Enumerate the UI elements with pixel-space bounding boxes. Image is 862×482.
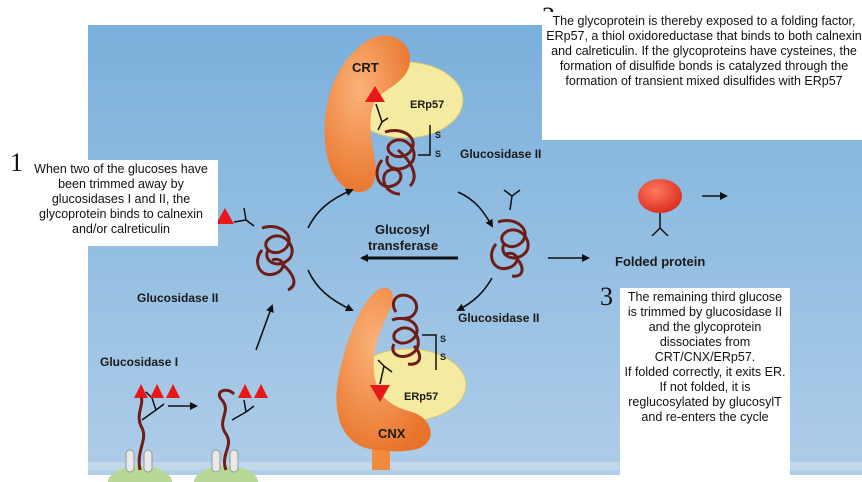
protein-coil-right (490, 219, 530, 278)
cnx-shape (336, 287, 431, 452)
s-label-2: S (435, 149, 441, 159)
disulfide-link-top (418, 125, 431, 156)
glycan-right (503, 189, 521, 211)
glycan-2 (231, 399, 255, 421)
translocon-1 (108, 466, 172, 482)
arrow-right-to-cnx (456, 277, 493, 311)
glycoprotein-left (216, 207, 296, 292)
glucosyl-label: Glucosyl (375, 222, 430, 237)
glucose-2b (254, 384, 268, 398)
er-membrane (88, 462, 862, 470)
glucosidase-ii-top-label: Glucosidase II (460, 147, 541, 161)
translocon-2 (194, 466, 258, 482)
folded-protein-shape (638, 179, 682, 213)
nascent-chain-1 (137, 393, 146, 471)
erp57-top-label: ERp57 (410, 99, 444, 111)
note-1-box: When two of the glucoses have been trimm… (24, 160, 218, 246)
nascent-chain-2 (217, 388, 236, 471)
erp57-bottom-label: ERp57 (404, 391, 438, 403)
glycoprotein-right (490, 189, 530, 278)
s-label-1: S (435, 130, 441, 140)
glucosidase-i-label: Glucosidase I (100, 355, 178, 369)
s-label-4: S (440, 352, 446, 362)
translocon-pore-1b (143, 449, 153, 473)
translocon-pore-1a (125, 449, 135, 473)
crt-shape (324, 35, 411, 192)
note-3-box: The remaining third glucose is trimmed b… (620, 288, 790, 478)
note-1-text: When two of the glucoses have been trimm… (34, 162, 208, 236)
glucose-triangle-cnx (370, 385, 390, 402)
glycan-cnx (377, 359, 393, 385)
folded-protein-label: Folded protein (615, 254, 705, 269)
glucosidase-ii-right-label: Glucosidase II (458, 311, 539, 325)
protein-coil-crt (375, 129, 416, 196)
glucose-triangle-crt (365, 86, 385, 102)
glycan-crt (375, 103, 389, 131)
s-label-3: S (440, 334, 446, 344)
membrane-glycoprotein-1 (108, 384, 180, 482)
glucose-1c (166, 384, 180, 398)
glucose-2a (238, 384, 252, 398)
transferase-label: transferase (368, 238, 438, 253)
note-3-line-1: The remaining third glucose is trimmed b… (627, 290, 783, 364)
translocon-pore-2a (211, 449, 221, 473)
crt-complex: CRT ERp57 S S (324, 35, 464, 196)
glucose-1b (150, 384, 164, 398)
folded-protein: Folded protein (615, 179, 728, 269)
arrow-crt-to-right (457, 191, 493, 228)
glucose-triangle-left (216, 208, 234, 224)
membrane-glycoprotein-2 (194, 384, 268, 482)
arrow-glucosidase-i-up (255, 304, 274, 351)
note-2-box: The glycoprotein is thereby exposed to a… (542, 12, 862, 140)
cnx-label: CNX (378, 426, 406, 441)
crt-label: CRT (352, 60, 379, 75)
glucosidase-ii-left-label: Glucosidase II (137, 291, 218, 305)
note-3-line-2: If folded correctly, it exits ER. If not… (624, 365, 786, 424)
protein-coil-cnx (391, 293, 422, 366)
glycan-left (233, 207, 255, 227)
folded-glycan (651, 213, 669, 237)
translocon-pore-2b (229, 449, 239, 473)
note-1-number: 1 (10, 148, 23, 177)
arrow-left-to-crt (307, 188, 354, 229)
arrow-left-to-cnx (307, 269, 354, 312)
note-2-text: The glycoprotein is thereby exposed to a… (546, 14, 862, 88)
glucose-1a (134, 384, 148, 398)
cnx-complex: CNX ERp57 S S (336, 287, 467, 470)
note-3-number: 3 (600, 282, 613, 311)
cycle-arrows (168, 188, 590, 410)
disulfide-link-bottom (422, 334, 437, 370)
protein-coil-left (256, 225, 296, 292)
